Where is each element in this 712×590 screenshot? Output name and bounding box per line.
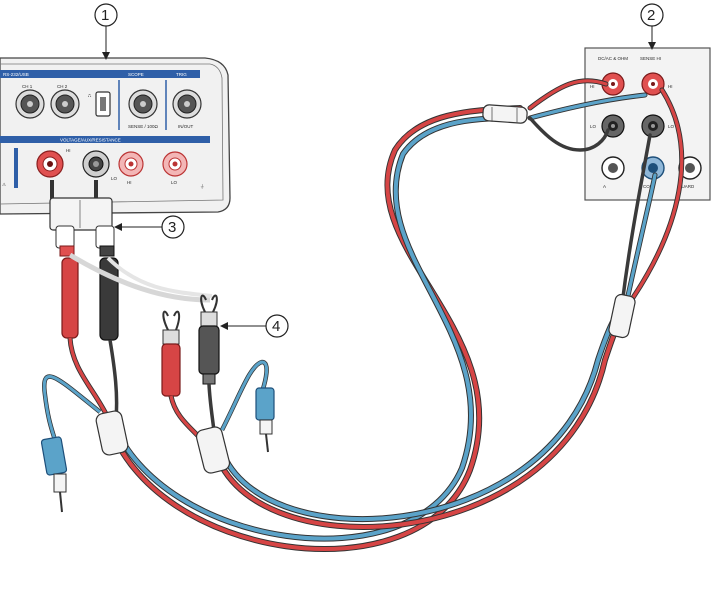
unit-under-test-panel: DC/AC & OHM SENSE HI HI HI LO LO A xyxy=(584,47,711,201)
header-mid-label: SCOPE xyxy=(128,72,144,77)
uut-guard-jack[interactable] xyxy=(678,156,702,180)
callout-3-number: 3 xyxy=(168,219,176,236)
bottom-header-label: VOLTAGE/AUX/RESISTANCE xyxy=(60,138,121,143)
uut-hi-label: HI xyxy=(590,84,595,89)
uut-com-jack[interactable] xyxy=(641,156,665,180)
svg-text:LO: LO xyxy=(668,124,675,129)
ch1-bnc-connector[interactable] xyxy=(15,89,45,119)
red-wire-second xyxy=(211,307,628,530)
sense-hi-jack[interactable] xyxy=(118,151,144,177)
uut-col1-label: DC/AC & OHM xyxy=(598,56,628,61)
sense-bnc-connector[interactable] xyxy=(128,89,158,119)
cable-ferrule-upper xyxy=(482,104,528,124)
uut-col2-label: SENSE HI xyxy=(640,56,661,61)
trig-bnc-connector[interactable] xyxy=(172,89,202,119)
callout-1-number: 1 xyxy=(101,7,109,24)
sense-lo-label: LO xyxy=(171,180,178,185)
svg-text:⎍: ⎍ xyxy=(88,93,92,98)
ch2-label: CH 2 xyxy=(57,84,68,89)
warning-icon: ⚠ xyxy=(2,182,7,187)
uut-lo-label: LO xyxy=(590,124,597,129)
sense-hi-label: HI xyxy=(127,180,132,185)
uut-a-label: A xyxy=(603,184,606,189)
header-right-label: TRIG xyxy=(176,72,187,77)
uut-a-jack[interactable] xyxy=(601,156,625,180)
ch1-label: CH 1 xyxy=(22,84,33,89)
blue-jumper-right xyxy=(219,359,275,453)
sense-lo-jack[interactable] xyxy=(162,151,188,177)
calibrator-panel: RS-232/USB SCOPE TRIG CH 1 CH 2 ⎍ SENSE … xyxy=(0,57,231,215)
uut-guard-label: GUARD xyxy=(678,184,695,189)
usb-port[interactable] xyxy=(95,91,111,117)
red-plug-lead xyxy=(59,245,111,420)
uut-sense-lo-jack[interactable] xyxy=(641,114,665,138)
header-left-label: RS-232/USB xyxy=(3,72,29,77)
test-lead-adapter xyxy=(49,180,115,249)
cable-ferrule-mid xyxy=(195,426,231,474)
cable-ferrule-left xyxy=(95,410,129,456)
trig-label: IN/OUT xyxy=(178,124,194,129)
jack-hi-label: HI xyxy=(66,148,71,153)
callout-4-number: 4 xyxy=(272,318,280,335)
callout-1: 1 xyxy=(94,3,118,60)
output-lo-jack[interactable] xyxy=(82,150,110,178)
blue-jumper-left xyxy=(40,374,102,513)
ground-icon: ⏚ xyxy=(200,183,205,189)
uut-sense-hi-jack[interactable] xyxy=(641,72,665,96)
sense-label: SENSE / 100Ω xyxy=(128,124,159,129)
cable-bundle xyxy=(105,78,685,553)
spade-lug-test-leads xyxy=(161,294,220,447)
svg-text:HI: HI xyxy=(668,84,673,89)
uut-com-label: COM xyxy=(643,184,654,189)
callout-4: 4 xyxy=(220,314,289,338)
gray-lead-1 xyxy=(68,252,211,303)
callout-2: 2 xyxy=(640,3,664,50)
gray-lead-2 xyxy=(106,256,213,298)
ch2-bnc-connector[interactable] xyxy=(50,89,80,119)
cable-ferrule-right xyxy=(608,293,636,339)
callout-3: 3 xyxy=(114,215,185,239)
jack-lo-label: LO xyxy=(111,176,118,181)
output-hi-jack[interactable] xyxy=(36,150,64,178)
blue-wire-second xyxy=(217,307,623,522)
callout-2-number: 2 xyxy=(647,7,655,24)
